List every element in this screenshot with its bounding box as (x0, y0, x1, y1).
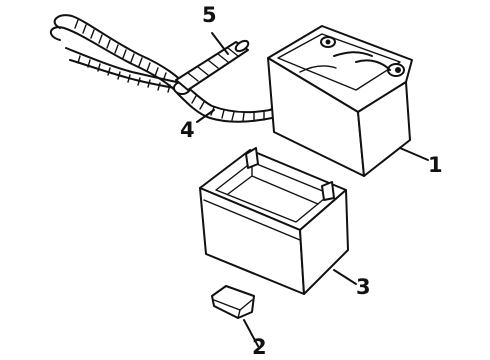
callout-label-5: 5 (202, 3, 217, 27)
callout-label-3: 3 (356, 275, 371, 299)
cable-sleeve (175, 39, 250, 91)
callout-label-1: 1 (428, 153, 443, 177)
callout-label-2: 2 (252, 335, 267, 359)
leader-lines (196, 32, 429, 347)
hold-down-wedge (211, 285, 255, 319)
battery (267, 25, 413, 177)
callout-label-4: 4 (180, 118, 195, 142)
battery-tray (199, 147, 349, 295)
